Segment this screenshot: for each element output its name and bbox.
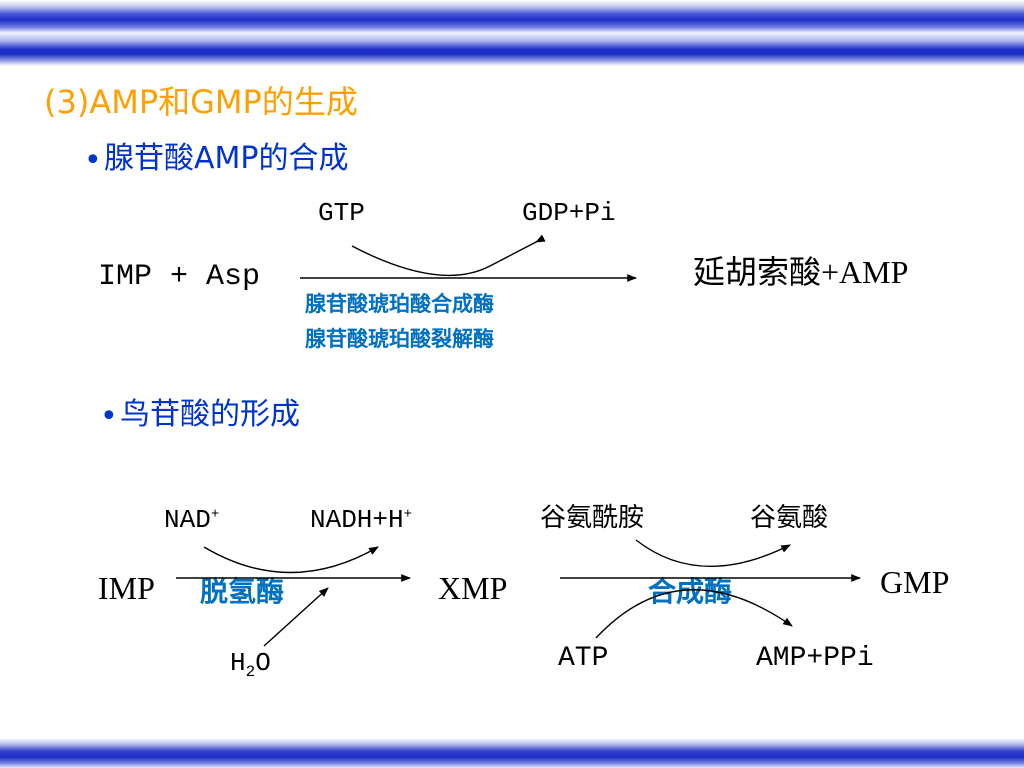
xmp-substrate-imp: IMP — [98, 570, 155, 606]
gmp-product: GMP — [880, 564, 950, 600]
xmp-nad-curve-arrow — [203, 546, 379, 574]
enzyme-adenylosuccinate-synthetase: 腺苷酸琥珀酸合成酶 — [305, 292, 494, 316]
amp-gdp-pi-label: GDP+Pi — [522, 198, 616, 228]
gmp-glutamate-label: 谷氨酸 — [750, 503, 829, 533]
xmp-water-arrow — [263, 587, 329, 647]
bullet-marker-1: • — [84, 143, 102, 178]
gmp-atp-label: ATP — [558, 643, 609, 674]
bullet-marker-2: • — [100, 399, 118, 434]
xmp-product: XMP — [438, 570, 508, 606]
enzyme-adenylosuccinate-lyase: 腺苷酸琥珀酸裂解酶 — [305, 327, 494, 351]
bottom-decorative-band — [0, 738, 1024, 768]
amp-gtp-curve-arrow — [351, 234, 546, 277]
bullet-amp-synthesis: 腺苷酸AMP的合成 — [104, 141, 349, 176]
bullet-gmp-formation: 鸟苷酸的形成 — [120, 397, 300, 432]
gmp-atp-curve-arrow — [595, 589, 793, 639]
gmp-glutamine-label: 谷氨酰胺 — [540, 503, 645, 533]
slide-title: (3)AMP和GMP的生成 — [44, 83, 358, 121]
water-label: H2O — [230, 648, 271, 682]
enzyme-dehydrogenase: 脱氢酶 — [200, 575, 285, 608]
gmp-glutamine-curve-arrow — [635, 539, 791, 567]
amp-gtp-label: GTP — [318, 198, 365, 228]
gmp-amp-ppi-label: AMP+PPi — [756, 643, 874, 674]
amp-substrates: IMP + Asp — [98, 260, 261, 294]
xmp-nad-label: NAD+ — [164, 505, 220, 535]
xmp-nadh-label: NADH+H+ — [310, 505, 413, 535]
amp-product: 延胡索酸+AMP — [693, 254, 909, 290]
top-decorative-band — [0, 0, 1024, 66]
